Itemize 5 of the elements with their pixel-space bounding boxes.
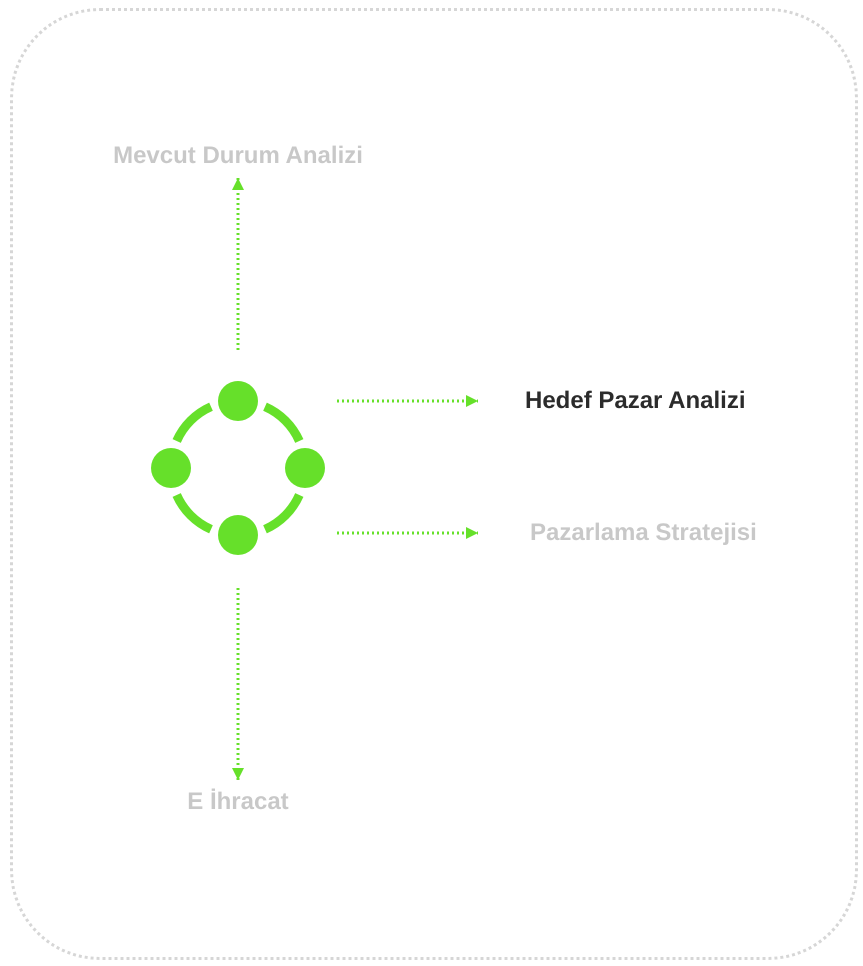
dotted-arrow — [337, 395, 478, 407]
step-label: Hedef Pazar Analizi — [525, 387, 746, 415]
dotted-arrow — [337, 527, 478, 539]
dotted-arrow — [232, 588, 244, 780]
dotted-arrow — [232, 178, 244, 350]
